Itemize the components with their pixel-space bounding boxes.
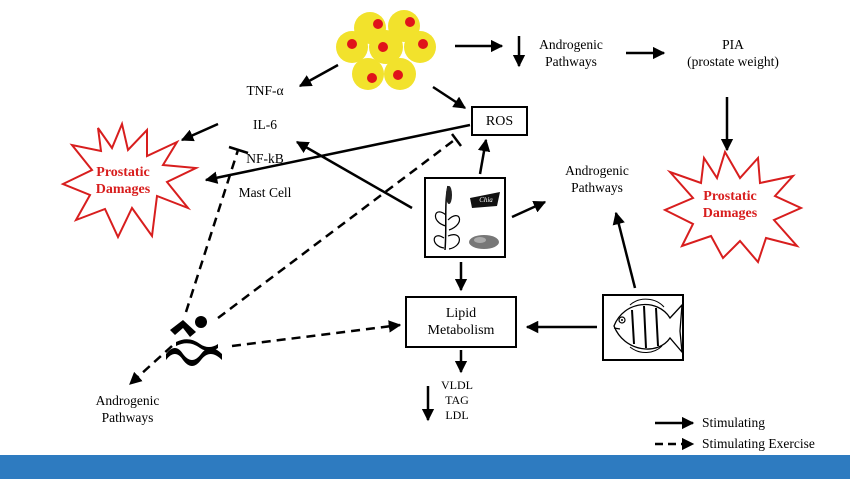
inhibit-bar-cytokines bbox=[228, 145, 249, 155]
mast-cell-label: Mast Cell bbox=[238, 185, 292, 200]
nfkb-label: NF-kB bbox=[246, 151, 284, 166]
arrow-fat-to-ros bbox=[432, 85, 467, 110]
fish-icon bbox=[602, 294, 684, 361]
androgenic-mid-label: Androgenic Pathways bbox=[565, 163, 629, 195]
prostatic-damages-right-label: Prostatic Damages bbox=[702, 189, 758, 221]
arrow-fish-to-androgenic bbox=[612, 211, 637, 289]
damage-star-left bbox=[60, 120, 200, 240]
legend-dashed-label: Stimulating Exercise bbox=[702, 436, 815, 451]
arrow-ros-to-damage bbox=[204, 123, 471, 184]
lipid-metabolism-box: Lipid Metabolism bbox=[405, 296, 517, 348]
arrow-chia-to-cytokines bbox=[295, 140, 413, 210]
ros-box: ROS bbox=[471, 106, 528, 136]
legend-solid-label: Stimulating bbox=[702, 415, 766, 430]
tnf-alpha-label: TNF-α bbox=[246, 83, 284, 98]
arrow-chia-to-ros bbox=[477, 138, 491, 175]
bottom-bar bbox=[0, 455, 850, 479]
dash-exercise-to-lipid bbox=[231, 320, 402, 348]
cytokines-label: TNF-α IL-6 NF-kB Mast Cell bbox=[225, 65, 305, 218]
fat-cells-icon bbox=[336, 10, 436, 90]
arrow-cytokines-to-damage bbox=[180, 122, 219, 142]
dash-exercise-to-ros bbox=[217, 137, 458, 319]
lipids-label: VLDL TAG LDL bbox=[441, 378, 473, 422]
il6-label: IL-6 bbox=[253, 117, 277, 132]
inhibit-bar-ros bbox=[451, 133, 462, 147]
arrow-chia-to-androgenic bbox=[511, 200, 547, 219]
damage-star-right bbox=[662, 149, 804, 264]
arrow-fat-to-cytokines bbox=[298, 63, 339, 88]
chia-label: Chia bbox=[479, 196, 493, 204]
chia-plant-icon bbox=[424, 177, 506, 258]
swimmer-icon bbox=[166, 316, 222, 366]
androgenic-top-label: Androgenic Pathways bbox=[539, 37, 603, 69]
prostatic-damages-left-label: Prostatic Damages bbox=[95, 165, 151, 197]
androgenic-bottom-label: Androgenic Pathways bbox=[95, 393, 160, 425]
dash-exercise-to-androgenic bbox=[129, 345, 173, 385]
pia-label: PIA (prostate weight) bbox=[687, 37, 779, 69]
dash-exercise-to-cytokines bbox=[184, 149, 240, 313]
